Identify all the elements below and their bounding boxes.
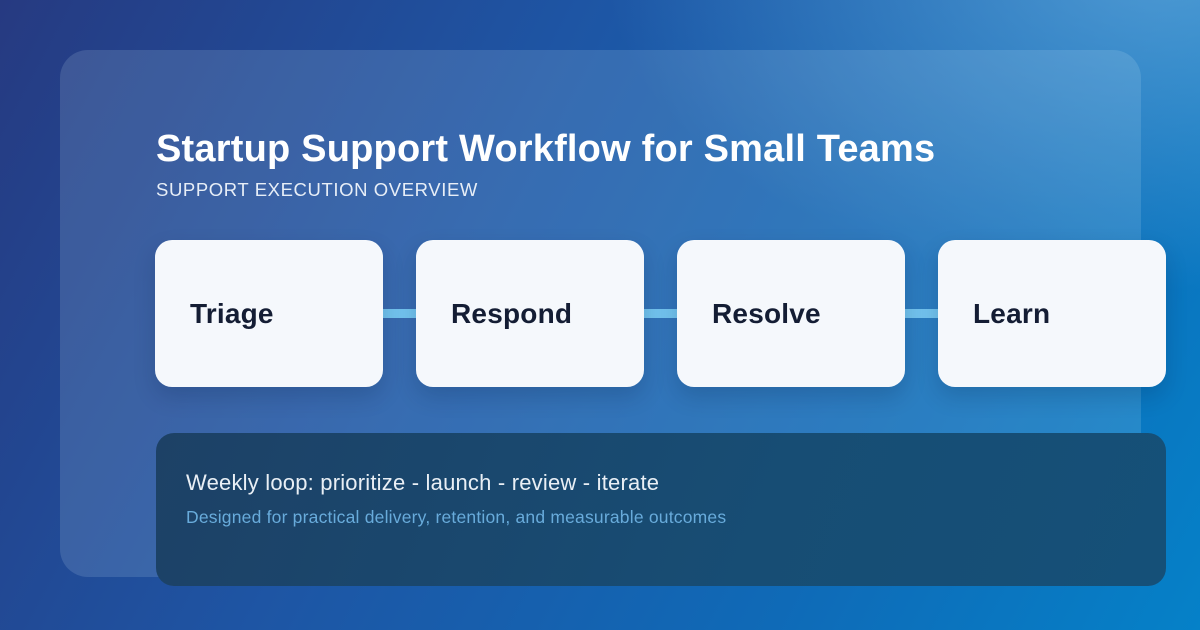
summary-primary-text: Weekly loop: prioritize - launch - revie… [186, 470, 660, 495]
content-card: Startup Support Workflow for Small Teams… [60, 50, 1166, 586]
step-label-resolve: Resolve [712, 297, 821, 329]
step-box-resolve: Resolve [677, 240, 905, 387]
summary-panel: Weekly loop: prioritize - launch - revie… [156, 433, 1166, 586]
step-label-respond: Respond [451, 297, 573, 329]
connector-line [185, 309, 1136, 318]
step-box-learn: Learn [938, 240, 1166, 387]
workflow-diagram: Triage Respond Resolve Learn [155, 240, 1166, 387]
page-subtitle: SUPPORT EXECUTION OVERVIEW [156, 179, 478, 200]
step-box-triage: Triage [155, 240, 383, 387]
page-title: Startup Support Workflow for Small Teams [156, 128, 936, 170]
step-label-triage: Triage [190, 297, 274, 329]
step-label-learn: Learn [973, 297, 1051, 329]
summary-secondary-text: Designed for practical delivery, retenti… [186, 507, 727, 527]
step-box-respond: Respond [416, 240, 644, 387]
